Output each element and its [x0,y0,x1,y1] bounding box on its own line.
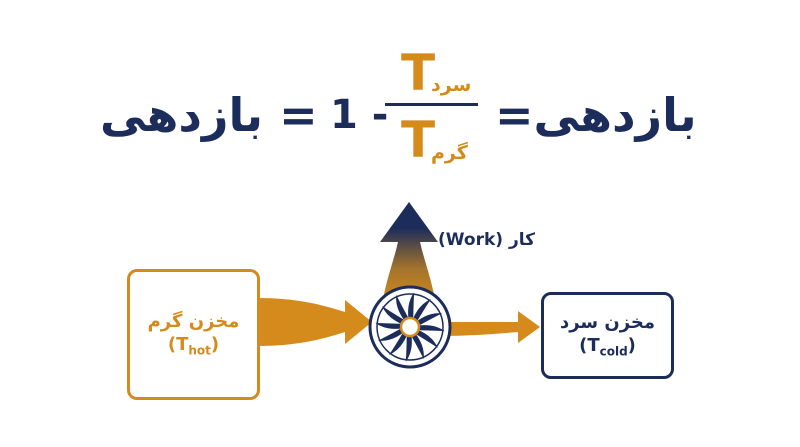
hot-reservoir-box: مخزن گرم (Thot) [127,269,260,400]
hot-reservoir-temp: (Thot) [168,333,219,359]
numerator-subscript: سرد [431,74,472,96]
formula-minus: - [371,92,389,138]
cold-reservoir-title: مخزن سرد [559,311,656,333]
waste-heat-arrow [440,311,540,343]
work-output-arrow [380,202,438,305]
cold-temp-close: ) [627,335,636,357]
hot-temp-close: ) [210,334,220,356]
formula-one-minus: 1 - [330,95,388,135]
heat-input-arrow [258,298,372,346]
cold-temp-sub: cold [599,344,628,359]
formula-one: 1 [330,92,358,138]
hot-temp-open: (T [167,334,189,356]
efficiency-lhs: بازدهی= [495,88,697,142]
cold-reservoir-temp: (Tcold) [579,334,636,360]
cold-reservoir-box: مخزن سرد (Tcold) [541,292,674,379]
hot-reservoir-title: مخزن گرم [147,310,240,332]
fraction-bar [385,103,478,106]
cold-temp-open: (T [579,335,600,357]
turbine-icon [368,285,452,369]
work-label: کار (Work) [438,230,536,250]
efficiency-rhs: = بازدهی [100,88,318,142]
hot-temp-sub: hot [188,343,211,358]
denominator-symbol: T [401,111,436,169]
denominator-subscript: گرم [431,142,468,164]
numerator-symbol: T [401,44,436,102]
